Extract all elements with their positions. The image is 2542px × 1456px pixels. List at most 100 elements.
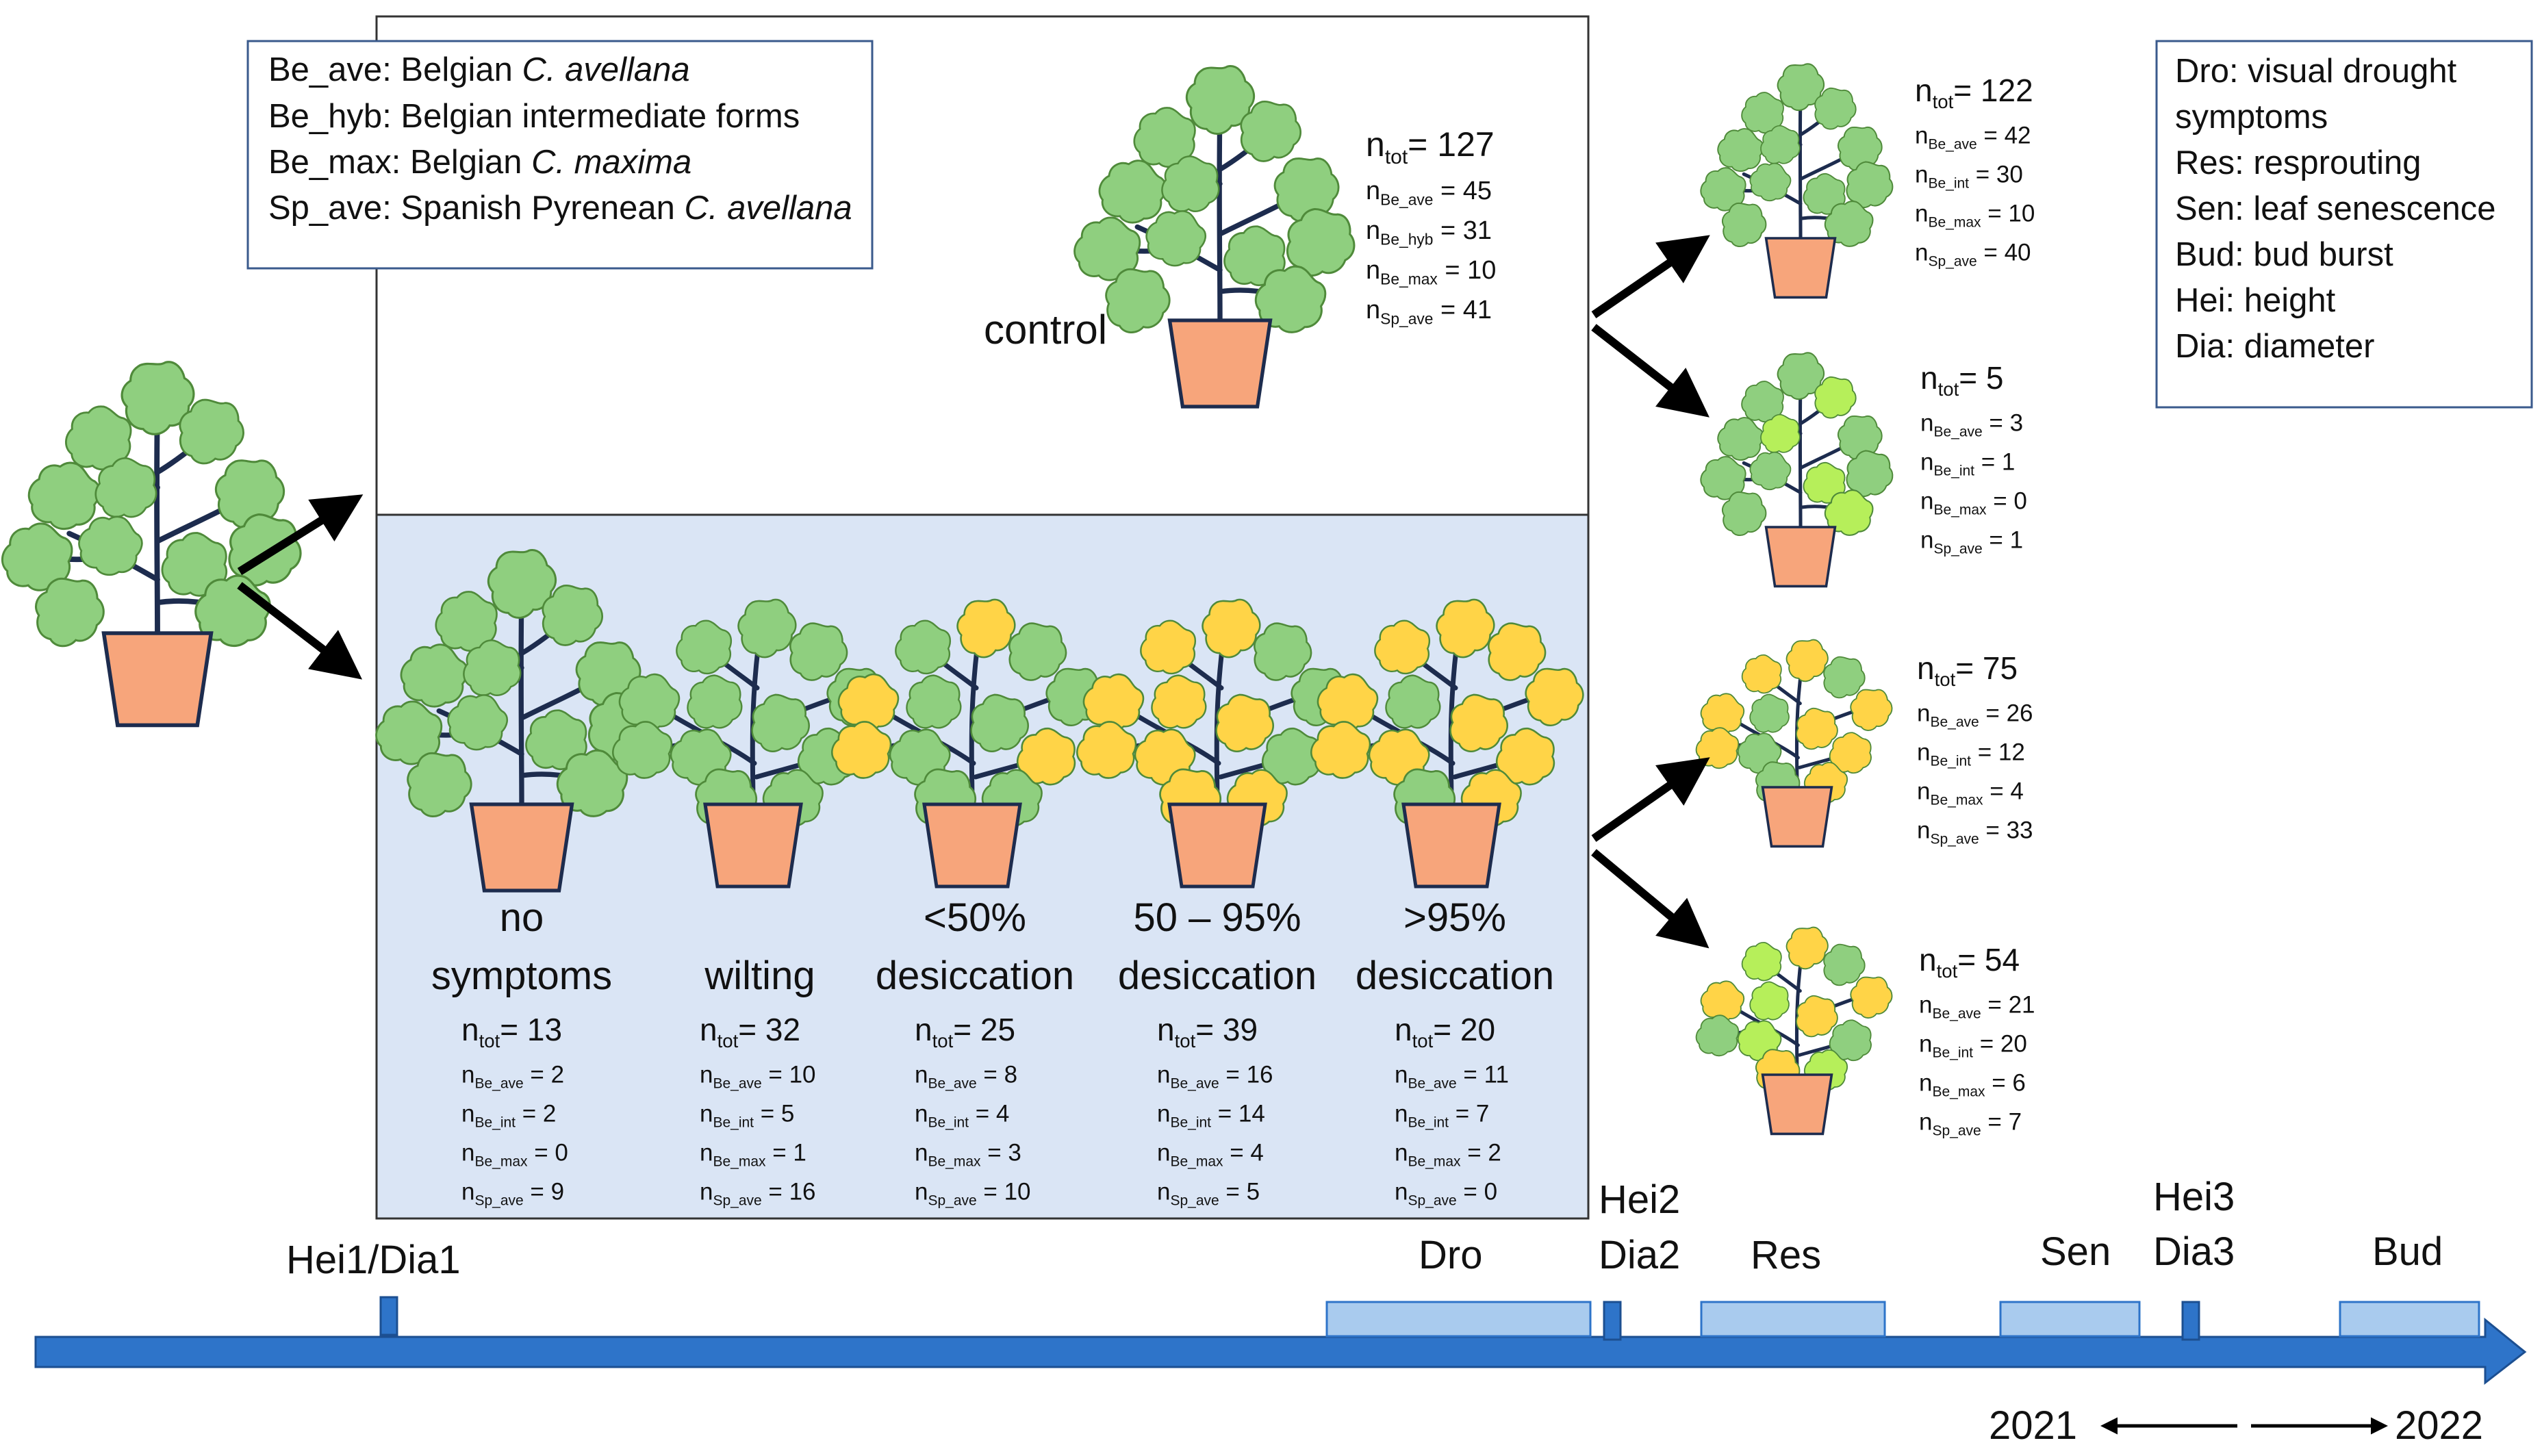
arrow-drought-to-outcome-4 bbox=[1591, 849, 1710, 949]
legend-group-be-max-species: C. maxima bbox=[531, 144, 691, 181]
drought-1-count-sp-ave: nSp_ave = 9 bbox=[461, 1179, 564, 1209]
plant-leaf bbox=[161, 532, 228, 597]
count-symbol: n bbox=[1915, 162, 1928, 188]
plant-leaf bbox=[1796, 995, 1838, 1038]
drought-5-count-be-int: nBe_int = 7 bbox=[1395, 1101, 1489, 1131]
plants-layer bbox=[1, 63, 1894, 1136]
plant-leaf bbox=[1846, 161, 1894, 209]
count-value: = 9 bbox=[524, 1179, 564, 1205]
count-value: = 21 bbox=[1981, 992, 2035, 1019]
plant-leaf bbox=[1700, 167, 1746, 212]
count-subscript: Sp_ave bbox=[1933, 541, 1982, 557]
count-value: = 41 bbox=[1433, 296, 1492, 324]
outcome-1-count-tot: ntot= 122 bbox=[1915, 73, 2033, 112]
plant-leaf bbox=[895, 620, 952, 675]
drought-3-count-be-ave: nBe_ave = 8 bbox=[915, 1062, 1017, 1092]
plant-pot bbox=[1761, 1073, 1833, 1136]
count-subscript: Sp_ave bbox=[1380, 309, 1433, 327]
count-subscript: Sp_ave bbox=[1930, 831, 1979, 847]
plant-leaf bbox=[1374, 620, 1431, 675]
count-subscript: Be_int bbox=[1933, 463, 1974, 478]
arrow-drought-to-outcome-3 bbox=[1591, 757, 1710, 842]
plant-leaf bbox=[542, 585, 603, 646]
code-legend-line: Hei: height bbox=[2175, 282, 2336, 319]
plant-leaf bbox=[1385, 674, 1441, 729]
count-subscript: Be_int bbox=[1930, 753, 1971, 769]
count-subscript: Be_max bbox=[1932, 1084, 1985, 1099]
drought-3-count-sp-ave: nSp_ave = 10 bbox=[915, 1179, 1031, 1209]
drought-1-count-tot: ntot= 13 bbox=[461, 1012, 562, 1051]
count-subscript: Be_ave bbox=[1408, 1075, 1456, 1091]
count-symbol: n bbox=[700, 1062, 713, 1088]
count-subscript: Sp_ave bbox=[1408, 1192, 1456, 1208]
drought-category-label-line2: desiccation bbox=[1118, 954, 1317, 998]
outcome-2-count-tot: ntot= 5 bbox=[1920, 360, 2004, 400]
plant-leaf bbox=[1240, 101, 1301, 162]
plant-leaf bbox=[1803, 173, 1846, 215]
count-value: = 4 bbox=[969, 1101, 1009, 1127]
drought-4-count-be-int: nBe_int = 14 bbox=[1157, 1101, 1265, 1131]
count-subscript: Be_max bbox=[1408, 1153, 1461, 1169]
arrow-to-control bbox=[237, 494, 364, 576]
plant-leaf bbox=[1785, 639, 1829, 682]
count-value: = 11 bbox=[1457, 1062, 1509, 1088]
plant-leaf bbox=[447, 694, 509, 751]
count-symbol: n bbox=[1919, 1070, 1932, 1097]
count-subscript: Be_int bbox=[1170, 1114, 1211, 1130]
plant-leaf bbox=[1151, 674, 1207, 729]
count-symbol: n bbox=[1917, 778, 1930, 805]
code-legend-line: Dia: diameter bbox=[2175, 328, 2374, 365]
count-symbol: n bbox=[1919, 992, 1932, 1019]
drought-4-count-be-max: nBe_max = 4 bbox=[1157, 1140, 1264, 1170]
count-symbol: n bbox=[461, 1140, 474, 1166]
count-value: = 31 bbox=[1433, 216, 1492, 245]
count-subscript: tot bbox=[932, 1030, 954, 1051]
count-subscript: Be_ave bbox=[1928, 136, 1977, 152]
plant-leaf bbox=[737, 598, 797, 659]
legend-group-be-max-prefix: Be_max: Belgian bbox=[268, 144, 531, 181]
plant-leaf bbox=[1814, 87, 1857, 130]
count-subscript: Be_max bbox=[1930, 792, 1983, 808]
drought-plant-5 bbox=[1310, 598, 1584, 889]
count-subscript: Sp_ave bbox=[1932, 1123, 1981, 1138]
count-symbol: n bbox=[461, 1012, 479, 1047]
drought-4-count-tot: ntot= 39 bbox=[1157, 1012, 1258, 1051]
plant-leaf bbox=[1436, 598, 1495, 659]
count-symbol: n bbox=[1915, 240, 1928, 266]
code-legend-line: Sen: leaf senescence bbox=[2175, 190, 2496, 227]
count-symbol: n bbox=[915, 1012, 932, 1047]
drought-5-count-tot: ntot= 20 bbox=[1395, 1012, 1495, 1051]
count-value: = 122 bbox=[1953, 73, 2033, 108]
count-symbol: n bbox=[1366, 256, 1380, 285]
drought-plant-3 bbox=[831, 598, 1105, 889]
plant-leaf bbox=[1140, 620, 1197, 675]
count-symbol: n bbox=[1157, 1179, 1170, 1205]
drought-5-count-be-max: nBe_max = 2 bbox=[1395, 1140, 1501, 1170]
count-subscript: Be_max bbox=[1928, 214, 1981, 230]
count-symbol: n bbox=[461, 1101, 474, 1127]
timeline-label-res: Res bbox=[1751, 1233, 1821, 1277]
plant-leaf bbox=[1, 522, 73, 591]
timeline-label-dia3: Dia3 bbox=[2153, 1229, 2235, 1274]
plant-leaf bbox=[65, 405, 132, 471]
control-count-be-hyb: nBe_hyb = 31 bbox=[1366, 216, 1492, 248]
count-symbol: n bbox=[1920, 360, 1938, 396]
code-legend-line: Bud: bud burst bbox=[2175, 236, 2393, 273]
count-subscript: Be_ave bbox=[928, 1075, 976, 1091]
drought-4-count-sp-ave: nSp_ave = 5 bbox=[1157, 1179, 1260, 1209]
plant-leaf bbox=[1215, 693, 1274, 752]
count-subscript: tot bbox=[1938, 379, 1959, 400]
drought-2-count-be-max: nBe_max = 1 bbox=[700, 1140, 806, 1170]
legend-group-be-ave-prefix: Be_ave: Belgian bbox=[268, 51, 522, 88]
count-symbol: n bbox=[1917, 739, 1930, 766]
count-subscript: Sp_ave bbox=[474, 1192, 523, 1208]
count-value: = 0 bbox=[1987, 488, 2027, 515]
count-subscript: Be_ave bbox=[474, 1075, 523, 1091]
outcome-4-count-sp-ave: nSp_ave = 7 bbox=[1919, 1109, 2022, 1139]
control-count-be-max: nBe_max = 10 bbox=[1366, 256, 1496, 288]
drought-1-count-be-int: nBe_int = 2 bbox=[461, 1101, 556, 1131]
code-legend-line: symptoms bbox=[2175, 99, 2328, 136]
count-symbol: n bbox=[1157, 1012, 1175, 1047]
plant-leaf bbox=[1741, 92, 1784, 134]
